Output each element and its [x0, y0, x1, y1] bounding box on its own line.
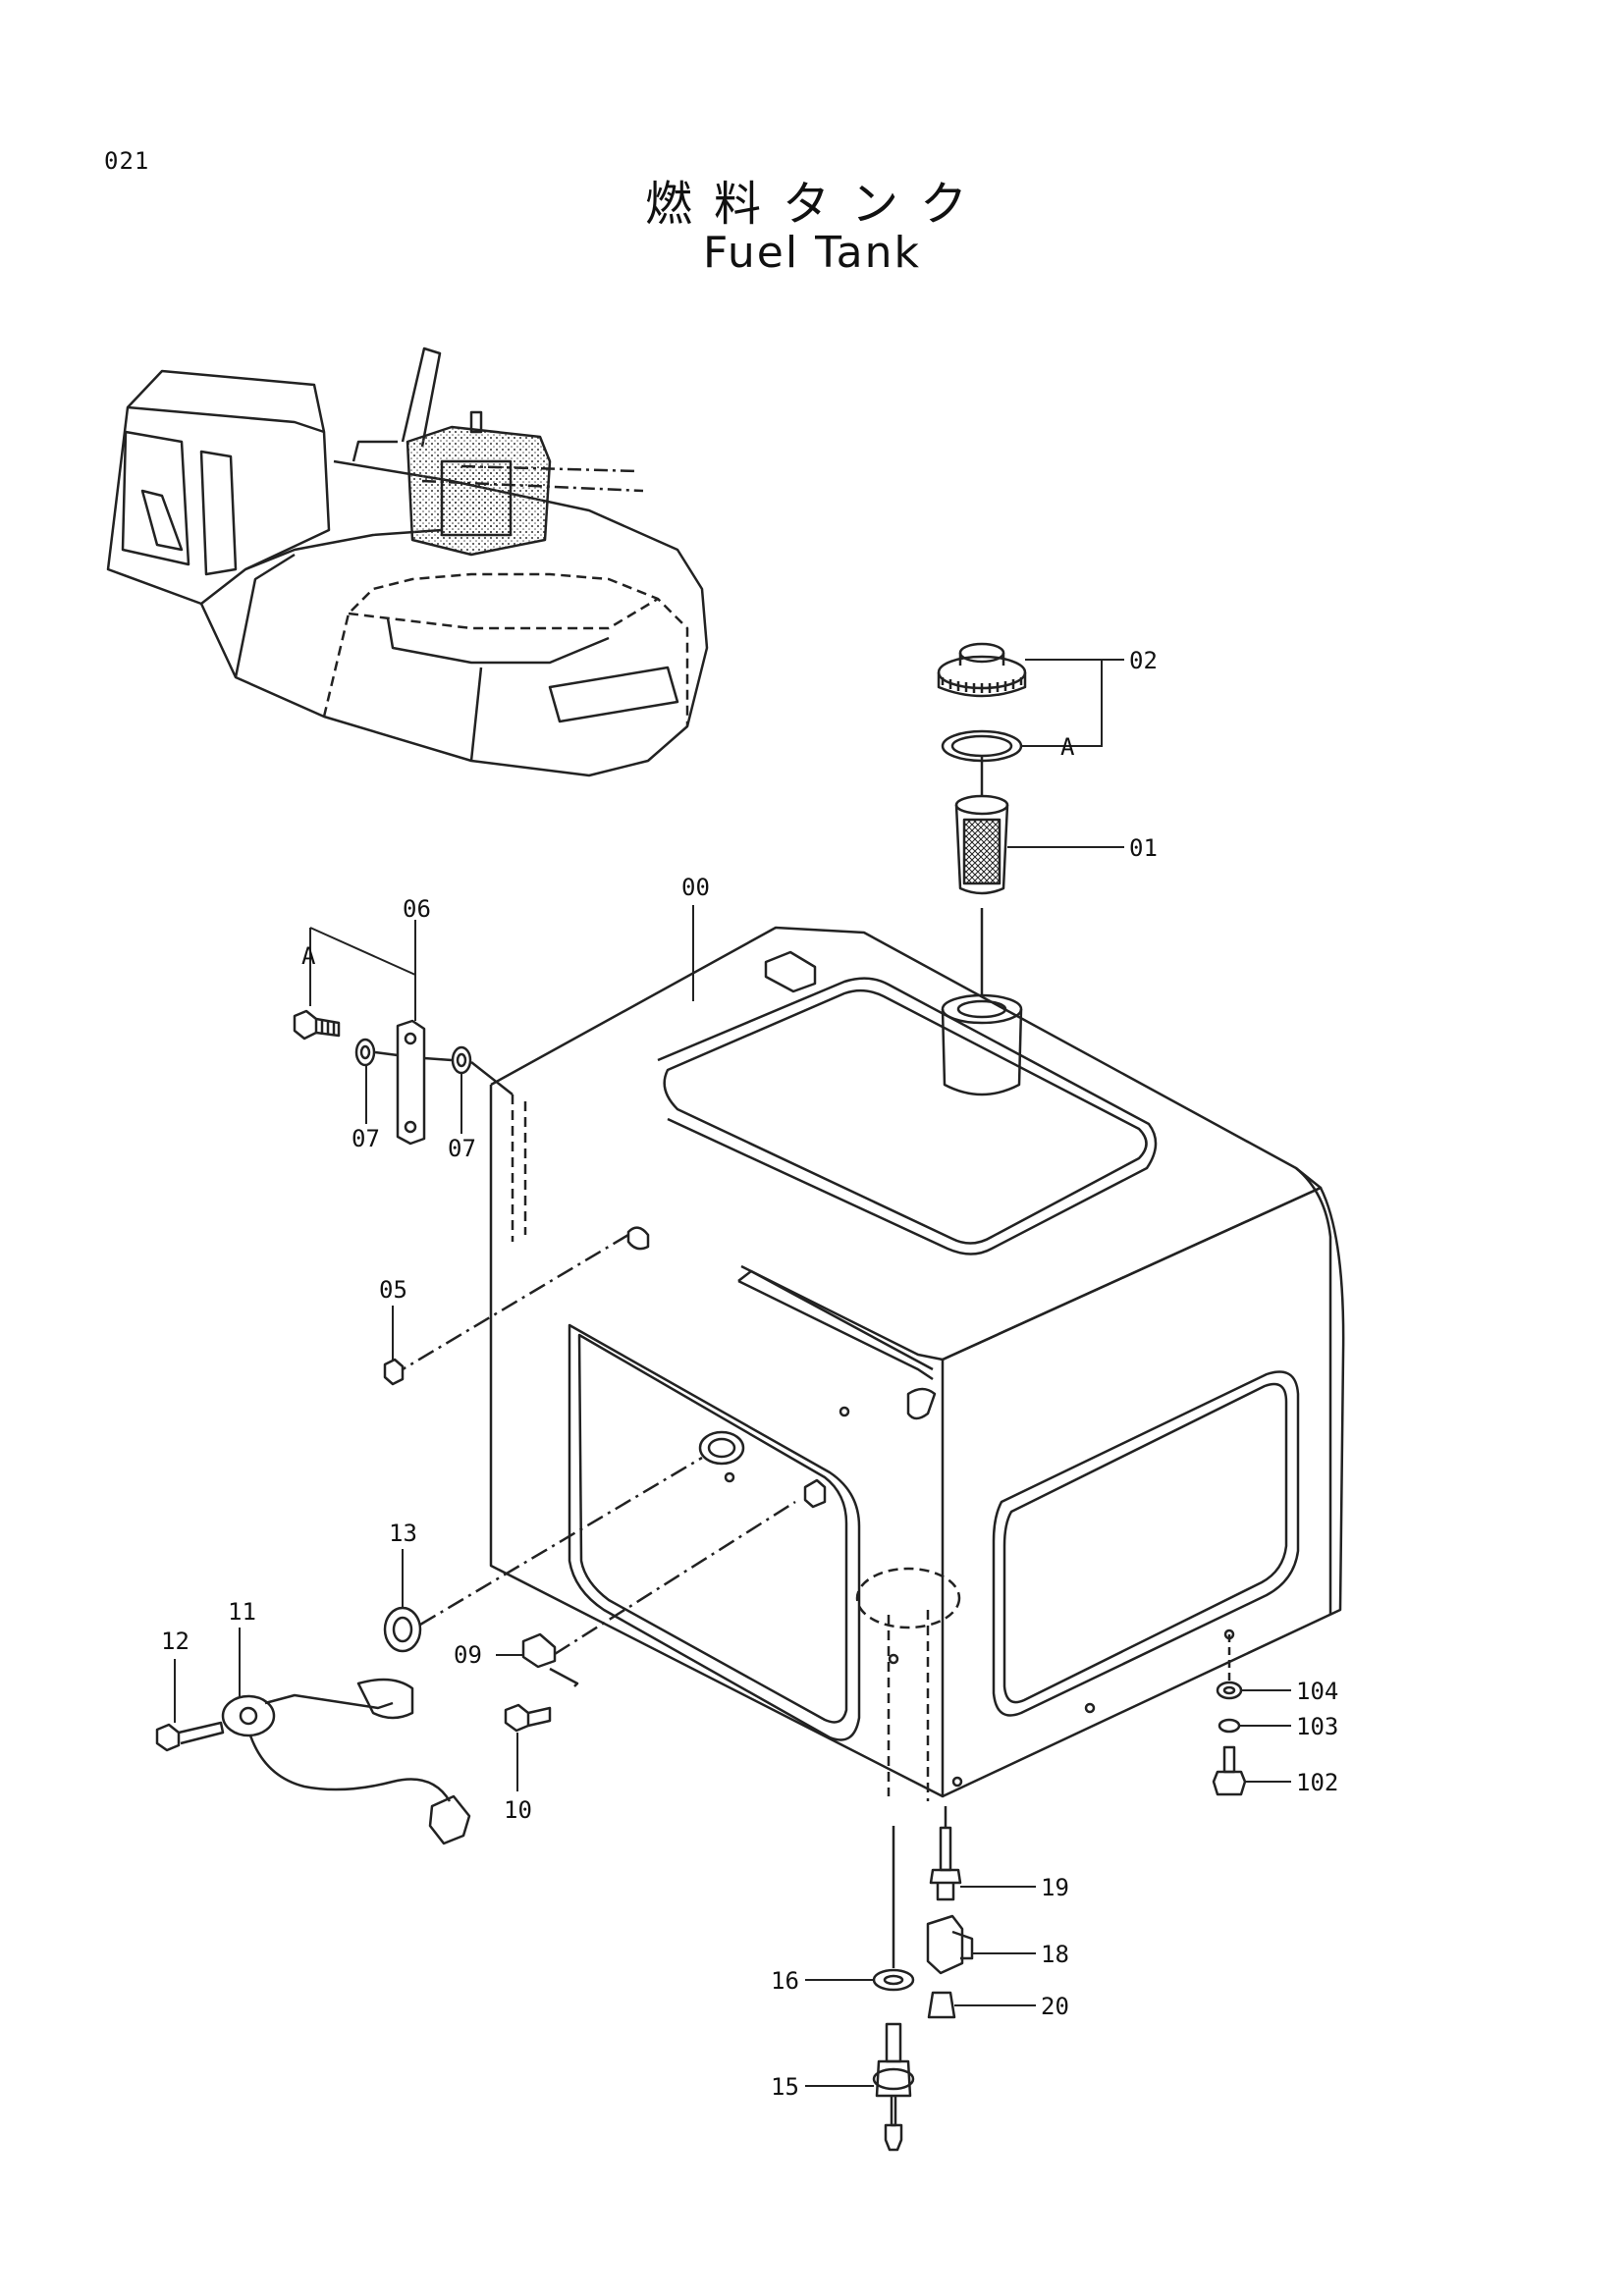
part-15-drain-cock	[872, 2022, 915, 2152]
part-07-washer-right	[451, 1045, 472, 1075]
callout-a-bolt: A	[301, 942, 316, 970]
callout-02: 02	[1129, 647, 1158, 674]
callout-05: 05	[379, 1276, 407, 1304]
callout-a-gasket: A	[1060, 733, 1075, 761]
callout-10: 10	[504, 1796, 532, 1824]
callout-18: 18	[1041, 1941, 1069, 1968]
callout-07-right: 07	[448, 1135, 476, 1162]
part-16-washer	[872, 1826, 915, 1992]
part-102-bolt	[1212, 1745, 1247, 1796]
excavator-overview-illustration	[106, 347, 709, 777]
callout-13: 13	[389, 1520, 417, 1547]
callout-12: 12	[161, 1628, 189, 1655]
part-06-bracket	[396, 1019, 426, 1146]
callout-20: 20	[1041, 1993, 1069, 2020]
part-01-strainer	[954, 794, 1009, 895]
callout-19: 19	[1041, 1874, 1069, 1901]
part-18-drain-valve	[926, 1914, 974, 1975]
part-103-spring-washer	[1218, 1718, 1241, 1734]
page-title-japanese: 燃料タンク	[644, 177, 989, 232]
callout-15: 15	[771, 2073, 799, 2101]
callout-01: 01	[1129, 834, 1158, 862]
parts	[155, 642, 1247, 2152]
part-20-plug	[927, 1991, 956, 2019]
page-number: 021	[104, 147, 150, 175]
part-12-screw	[155, 1721, 225, 1752]
callout-00: 00	[681, 874, 710, 901]
part-bolt-a	[293, 1009, 341, 1041]
callout-11: 11	[228, 1598, 256, 1626]
callout-102: 102	[1296, 1769, 1338, 1796]
callout-103: 103	[1296, 1713, 1338, 1740]
callout-labels: 00 02 A 01 06 A 07 07 05 13 11 12 09 10 …	[161, 647, 1338, 2101]
fuel-tank-body	[489, 926, 1345, 1801]
part-09-clip	[521, 1500, 796, 1669]
part-104-washer	[1216, 1634, 1243, 1700]
part-02-fuel-cap	[937, 642, 1027, 698]
callout-104: 104	[1296, 1678, 1338, 1705]
leader-lines	[174, 659, 1291, 2087]
part-10-bolt	[504, 1667, 579, 1733]
callout-06: 06	[403, 895, 431, 923]
part-11-fuel-level-sender	[221, 1678, 471, 1845]
part-13-grommet	[383, 1456, 703, 1653]
page-title-english: Fuel Tank	[703, 228, 921, 278]
callout-09: 09	[454, 1641, 482, 1669]
part-05-plug	[383, 1233, 629, 1386]
callout-07-left: 07	[352, 1125, 380, 1152]
callout-16: 16	[771, 1967, 799, 1995]
part-19-drain-fitting	[929, 1806, 962, 1901]
part-07-washer-left	[354, 1038, 376, 1067]
